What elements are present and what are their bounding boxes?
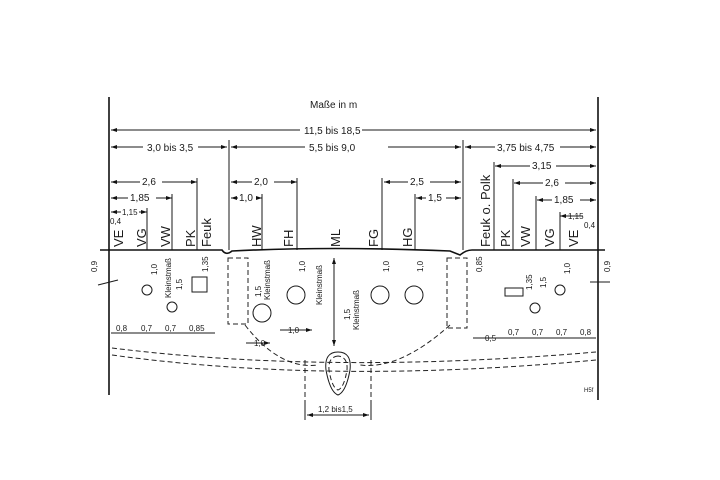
label-ve-left: VE — [111, 229, 126, 247]
dim-0-4-left: 0,4 — [110, 217, 122, 226]
svg-text:Kleinstmaß: Kleinstmaß — [164, 258, 173, 298]
svg-text:1,0: 1,0 — [563, 262, 572, 274]
utility-labels: VE VG VW PK Feuk HW FH ML FG HG Feuk o. … — [111, 174, 581, 247]
label-feuk-left: Feuk — [199, 218, 214, 247]
svg-text:0,85: 0,85 — [189, 324, 205, 333]
bottom-dimensions: 0,8 0,7 0,7 0,85 0,5 0,7 0,7 0,7 0,8 1,0… — [111, 324, 596, 348]
svg-text:0,7: 0,7 — [141, 324, 153, 333]
dim-2-0: 2,0 — [254, 177, 268, 188]
svg-text:1,0: 1,0 — [254, 339, 266, 348]
dim-1-15-left: 1,15 — [122, 208, 138, 217]
label-hg: HG — [400, 228, 415, 248]
svg-text:0,8: 0,8 — [116, 324, 128, 333]
sewer-inner — [328, 355, 348, 391]
svg-text:1,35: 1,35 — [525, 274, 534, 290]
svg-text:Kleinstmaß: Kleinstmaß — [315, 265, 324, 305]
cable-pk-right — [504, 287, 524, 297]
pipe-hw — [252, 303, 272, 323]
label-ml: ML — [328, 229, 343, 247]
dim-3-15: 3,15 — [532, 161, 552, 172]
pipe-vg-right — [554, 284, 566, 296]
svg-text:0,5: 0,5 — [485, 334, 497, 343]
label-ve-right: VE — [566, 229, 581, 247]
dim-1-5: 1,5 — [428, 193, 442, 204]
curb-line — [97, 279, 119, 286]
label-fg: FG — [366, 229, 381, 247]
label-fh: FH — [281, 230, 296, 247]
svg-text:0,7: 0,7 — [532, 328, 544, 337]
sewer-width: 1,2 bis1,5 — [318, 405, 353, 414]
depth-curb-right: 0,9 — [603, 260, 612, 272]
svg-text:1,5: 1,5 — [539, 276, 548, 288]
duct-left — [227, 257, 249, 325]
road-surface-line — [100, 247, 605, 256]
pipe-fh — [286, 285, 306, 305]
svg-text:1,5: 1,5 — [343, 308, 352, 320]
dim-total: 11,5 bis 18,5 — [304, 126, 361, 137]
dim-2-6-right: 2,6 — [545, 178, 559, 189]
dim-right-zone: 3,75 bis 4,75 — [497, 143, 555, 154]
svg-text:0,7: 0,7 — [165, 324, 177, 333]
label-hw: HW — [249, 225, 264, 247]
cable-pk-left — [191, 276, 208, 293]
label-feuk-polk: Feuk o. Polk — [478, 174, 493, 247]
svg-text:1,35: 1,35 — [201, 256, 210, 272]
label-vw-right: VW — [518, 225, 533, 247]
svg-text:0,7: 0,7 — [556, 328, 568, 337]
svg-text:1,0: 1,0 — [382, 260, 391, 272]
dim-1-15-right: 1,15 — [568, 212, 584, 221]
pipe-vw-left — [166, 301, 178, 313]
sewer-egg-profile — [325, 351, 351, 396]
trench-line — [111, 347, 597, 364]
dim-middle-zone: 5,5 bis 9,0 — [309, 143, 356, 154]
label-pk-right: PK — [498, 229, 513, 247]
svg-text:1,0: 1,0 — [416, 260, 425, 272]
pipe-fg — [370, 285, 390, 305]
svg-text:1,0: 1,0 — [288, 326, 300, 335]
label-vg-left: VG — [134, 228, 149, 247]
units-title: Maße in m — [310, 100, 357, 111]
dim-left-zone: 3,0 bis 3,5 — [147, 143, 194, 154]
svg-text:0,7: 0,7 — [508, 328, 520, 337]
svg-text:1,5: 1,5 — [254, 285, 263, 297]
dim-2-5: 2,5 — [410, 177, 424, 188]
sewer-connection-right — [359, 324, 451, 366]
svg-text:1,0: 1,0 — [150, 263, 159, 275]
duct-right — [446, 257, 468, 329]
svg-text:1,0: 1,0 — [298, 260, 307, 272]
dim-1-85-left: 1,85 — [130, 193, 150, 204]
signature: H5f — [584, 388, 594, 394]
dim-2-6-left: 2,6 — [142, 177, 156, 188]
label-vw-left: VW — [158, 225, 173, 247]
label-vg-right: VG — [542, 228, 557, 247]
svg-text:Kleinstmaß: Kleinstmaß — [263, 260, 272, 300]
pipe-hg — [404, 285, 424, 305]
svg-text:0,85: 0,85 — [475, 256, 484, 272]
depth-labels: 1,0 1,5 Kleinstmaß 1,35 1,5 Kleinstmaß 1… — [150, 256, 572, 346]
label-pk-left: PK — [183, 229, 198, 247]
dim-1-85-right: 1,85 — [554, 195, 574, 206]
dim-0-4-right: 0,4 — [584, 221, 596, 230]
trench-line — [111, 354, 597, 372]
pipe-vw-right — [529, 302, 541, 314]
sewer-connection-left — [244, 324, 319, 366]
dim-1-0: 1,0 — [239, 193, 253, 204]
svg-text:Kleinstmaß: Kleinstmaß — [352, 290, 361, 330]
dimension-lines: 11,5 bis 18,5 3,0 bis 3,5 5,5 bis 9,0 3,… — [110, 126, 596, 250]
svg-text:1,5: 1,5 — [175, 278, 184, 290]
pipes — [141, 257, 566, 329]
depth-curb-left: 0,9 — [90, 260, 99, 272]
pipe-vg-left — [141, 284, 153, 296]
svg-text:0,8: 0,8 — [580, 328, 592, 337]
